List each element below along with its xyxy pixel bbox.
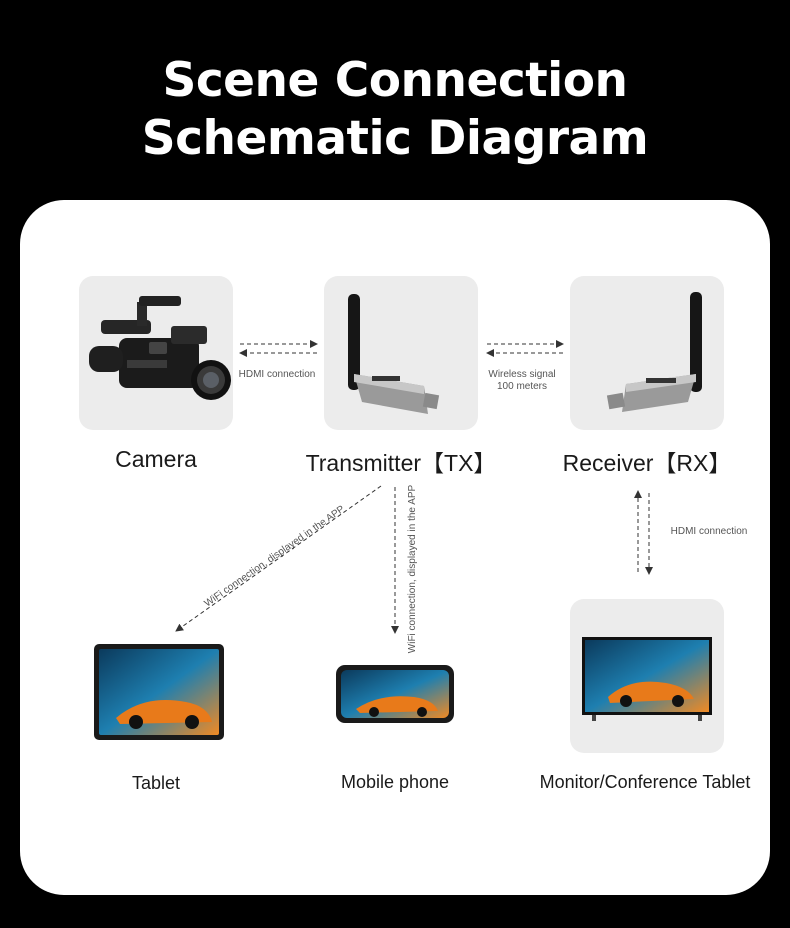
tablet-device (94, 644, 224, 740)
mobile-phone-label: Mobile phone (340, 772, 450, 792)
mobile-phone-icon (336, 665, 454, 723)
receiver-icon (606, 292, 702, 412)
hdmi-camera-note: HDMI connection (238, 369, 316, 380)
tablet-icon (94, 644, 224, 740)
transmitter-tile (324, 276, 478, 430)
transmitter-icon (348, 294, 440, 414)
page-title-line2: Schematic Diagram (141, 111, 649, 166)
wireless-note-line1: Wireless signal (488, 369, 556, 380)
wireless-note-line2: 100 meters (496, 381, 548, 392)
camera-icon (89, 296, 231, 400)
wifi-mobile-note: WiFi connection, displayed in the APP (407, 484, 418, 654)
hdmi-monitor-note: HDMI connection (670, 526, 748, 537)
camera-label: Camera (115, 446, 197, 472)
mobile-device (336, 665, 454, 723)
page-title-line1: Scene Connection (162, 53, 628, 108)
monitor-icon (582, 637, 712, 721)
receiver-label: Receiver【RX】 (562, 450, 732, 476)
monitor-label: Monitor/Conference Tablet (539, 772, 751, 792)
receiver-tile (570, 276, 724, 430)
tablet-label: Tablet (131, 773, 181, 793)
camera-tile (79, 276, 233, 430)
monitor-tile (570, 599, 724, 753)
transmitter-label: Transmitter【TX】 (305, 450, 497, 476)
